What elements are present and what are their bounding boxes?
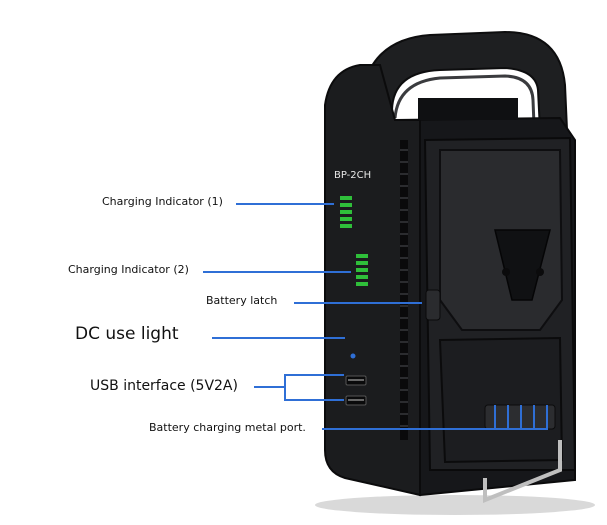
contact-pointer-2 (507, 405, 509, 428)
dc-use-light-label: DC use light (75, 324, 179, 344)
usb-interface-line-top (284, 374, 344, 376)
battery-latch-line (294, 302, 422, 304)
usb-interface-line-bottom (284, 399, 344, 401)
battery-charging-port-label: Battery charging metal port. (149, 421, 306, 434)
charging-indicator-1-line (236, 203, 334, 205)
model-label: BP-2CH (334, 170, 372, 181)
vent-slots (400, 140, 408, 440)
v-slot (494, 229, 551, 301)
top-vent (418, 98, 518, 120)
charging-indicator-2-leds (356, 254, 368, 286)
contact-pointer-4 (533, 405, 535, 428)
battery-latch (425, 289, 441, 321)
battery-latch-label: Battery latch (206, 294, 278, 307)
charging-indicator-2-line (203, 271, 351, 273)
battery-charging-port-line (322, 428, 548, 430)
charging-indicator-2-label: Charging Indicator (2) (68, 263, 189, 276)
contact-pointer-1 (494, 405, 496, 428)
usb-interface-bracket (284, 374, 286, 401)
floor-shadow (315, 495, 595, 515)
dc-use-light (350, 353, 356, 359)
charging-indicator-1-leds (340, 196, 352, 228)
dc-use-light-line (212, 337, 345, 339)
carry-handle (358, 30, 569, 137)
contact-pointer-5 (546, 405, 548, 428)
usb-interface-line (254, 386, 286, 388)
contact-pointer-3 (520, 405, 522, 428)
charging-indicator-1-label: Charging Indicator (1) (102, 195, 223, 208)
wire-stand (483, 440, 562, 503)
usb-interface-label: USB interface (5V2A) (90, 378, 238, 394)
